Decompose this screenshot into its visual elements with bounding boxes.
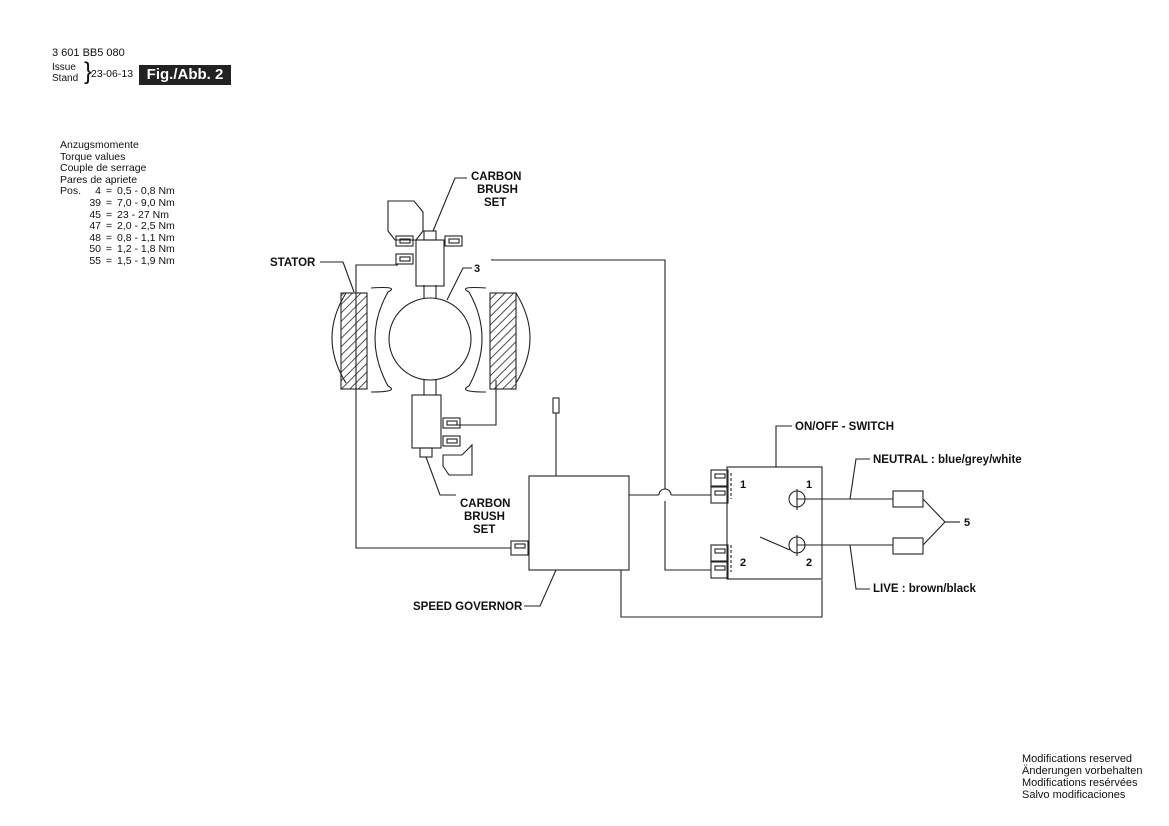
label-term-2-right: 2 <box>806 557 812 569</box>
pos-label: Pos. <box>60 185 82 198</box>
switch-terminal-1 <box>710 486 729 504</box>
torque-pos: 50 <box>89 243 101 256</box>
torque-pos: 55 <box>89 254 101 267</box>
stand-label: Stand <box>52 73 79 84</box>
carbon-brush-top <box>387 200 463 287</box>
plug-pin-2 <box>892 537 924 555</box>
label-term-1-left: 1 <box>740 479 746 491</box>
torque-eq: = <box>105 243 113 256</box>
issue-labels: Issue Stand <box>52 62 78 84</box>
torque-eq: = <box>105 231 113 244</box>
torque-pos: 45 <box>89 208 101 221</box>
torque-row: 48 = 0,8 - 1,1 Nm <box>60 231 175 245</box>
torque-eq: = <box>105 254 113 267</box>
label-neutral: NEUTRAL : blue/grey/white <box>873 454 1022 466</box>
leader-brush-top <box>432 177 467 232</box>
label-carbon-top-2: BRUSH <box>477 184 518 196</box>
wire-crossover <box>658 488 672 496</box>
speed-governor-box <box>528 475 630 571</box>
leader-governor <box>524 569 557 607</box>
label-plug-num: 5 <box>964 517 970 529</box>
leader-switch <box>775 425 792 467</box>
label-switch: ON/OFF - SWITCH <box>795 421 894 433</box>
torque-eq: = <box>105 208 113 221</box>
leader-neutral <box>849 458 870 500</box>
wire-governor-switch-bottom <box>620 570 823 618</box>
plug-pin-1 <box>892 490 924 508</box>
wire-top-loop <box>491 259 666 480</box>
label-carbon-bot-1: CARBON <box>460 498 510 510</box>
stator-left <box>331 286 392 393</box>
torque-value: 0,5 - 0,8 Nm <box>117 185 175 198</box>
torque-eq: = <box>105 220 113 233</box>
torque-row: 50 = 1,2 - 1,8 Nm <box>60 243 175 256</box>
issue-label: Issue <box>52 62 76 73</box>
carbon-brush-bottom <box>411 394 473 476</box>
torque-pos: 4 <box>95 185 101 198</box>
mods-line-de: Änderungen vorbehalten <box>1022 765 1143 777</box>
issue-date: 23-06-13 <box>91 68 134 80</box>
torque-row: 39 = 7,0 - 9,0 Nm <box>60 196 175 210</box>
torque-value: 1,2 - 1,8 Nm <box>117 243 175 256</box>
stator-right <box>465 286 531 393</box>
torque-pos: 48 <box>89 231 101 244</box>
torque-title-fr: Couple de serrage <box>60 162 147 175</box>
label-armature-num: 3 <box>474 263 480 275</box>
torque-title-en: Torque values <box>60 150 126 163</box>
label-carbon-top-3: SET <box>484 197 506 209</box>
wire-stator-governor <box>355 264 511 549</box>
label-carbon-bot-2: BRUSH <box>464 511 505 523</box>
wire-loop-switch2 <box>664 501 711 571</box>
armature <box>388 297 472 381</box>
leader-live <box>849 544 870 590</box>
torque-row: 47 = 2,0 - 2,5 Nm <box>60 220 175 233</box>
governor-terminal <box>510 540 529 556</box>
switch-box <box>726 466 823 580</box>
label-stator: STATOR <box>270 257 316 269</box>
leader-brush-bottom <box>425 456 456 496</box>
torque-value: 7,0 - 9,0 Nm <box>117 196 175 209</box>
wire-stator-bottom-brush <box>457 380 497 426</box>
label-live: LIVE : brown/black <box>873 583 976 595</box>
torque-value: 0,8 - 1,1 Nm <box>117 231 175 244</box>
torque-pos: 39 <box>89 196 101 209</box>
antenna-cap <box>552 397 560 414</box>
torque-value: 2,0 - 2,5 Nm <box>117 220 175 233</box>
torque-pos: 47 <box>89 220 101 233</box>
torque-value: 23 - 27 Nm <box>117 208 169 221</box>
torque-title-de: Anzugsmomente <box>60 139 139 151</box>
figure-label: Fig./Abb. 2 <box>139 65 231 85</box>
torque-eq: = <box>105 196 113 209</box>
brace-glyph: } <box>84 58 93 85</box>
torque-title-es: Pares de apriete <box>60 173 138 186</box>
label-speed-governor: SPEED GOVERNOR <box>413 601 523 613</box>
switch-terminal-2 <box>710 561 729 579</box>
mods-line-es: Salvo modificaciones <box>1022 789 1126 801</box>
torque-eq: = <box>105 185 113 198</box>
label-term-2-left: 2 <box>740 557 746 569</box>
torque-row: 45 = 23 - 27 Nm <box>60 208 175 222</box>
leader-armature <box>446 267 472 301</box>
label-term-1-right: 1 <box>806 479 812 491</box>
mods-line-en: Modifications reserved <box>1022 753 1133 765</box>
label-carbon-bot-3: SET <box>473 524 495 536</box>
torque-table: Anzugsmomente Torque values Couple de se… <box>60 139 175 268</box>
torque-value: 1,5 - 1,9 Nm <box>117 254 175 267</box>
torque-row: Pos. 4 = 0,5 - 0,8 Nm <box>60 186 175 198</box>
torque-row: 55 = 1,5 - 1,9 Nm <box>60 254 175 268</box>
wires <box>355 259 893 618</box>
switch-lever <box>759 536 791 551</box>
part-number: 3 601 BB5 080 <box>52 47 125 59</box>
label-carbon-top-1: CARBON <box>471 171 521 183</box>
modifications-note: Modifications reserved Änderungen vorbeh… <box>1022 753 1142 801</box>
mods-line-fr: Modifications resérvées <box>1022 777 1138 789</box>
